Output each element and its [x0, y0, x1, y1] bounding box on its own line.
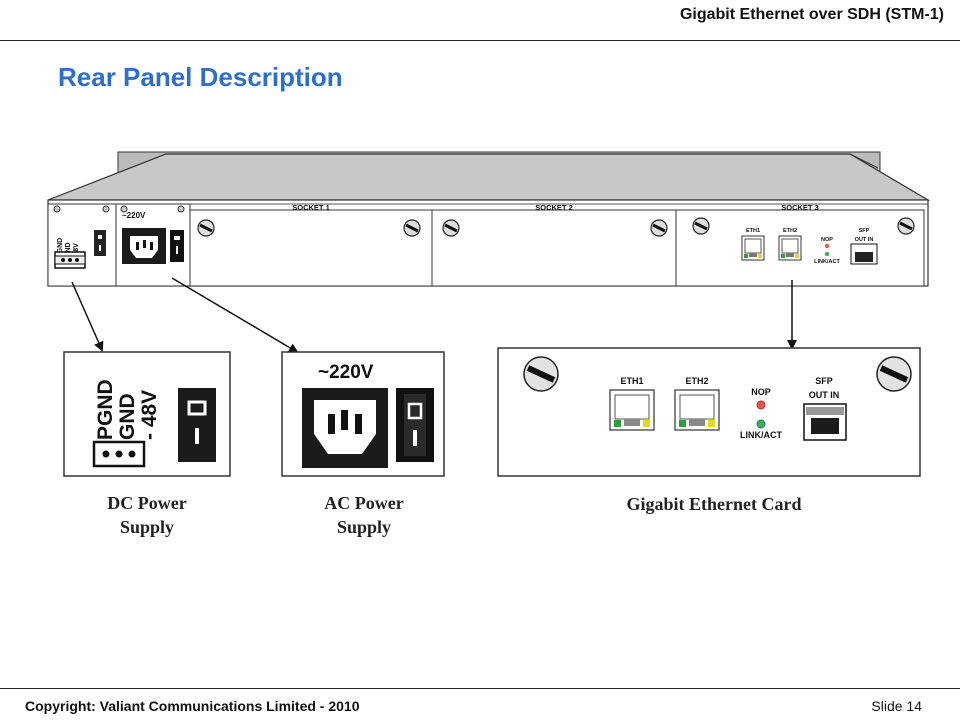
- dc-detail-label: - 48V: [138, 390, 161, 440]
- dc-power-detail: PGND GND - 48V: [63, 351, 231, 477]
- panel-dc-label: GND: [65, 242, 72, 258]
- card-link-led-icon: [756, 419, 766, 429]
- panel-outin-label: OUT IN: [855, 237, 874, 243]
- panel-eth1-label: ETH1: [746, 228, 760, 234]
- callout-arrows: [71, 277, 797, 354]
- ac-caption-line2: Supply: [337, 517, 391, 537]
- chassis-rear-face: [47, 199, 929, 287]
- footer-copyright: Copyright: Valiant Communications Limite…: [25, 698, 360, 714]
- dc-detail-switch-icon: [178, 388, 216, 462]
- panel-eth2-port-icon: [778, 235, 802, 261]
- panel-nop-led-icon: [824, 243, 830, 249]
- ethernet-card-detail: ETH1 ETH2 NOP LINK/ACT SFP OUT IN: [497, 347, 921, 477]
- chassis-top: [47, 151, 931, 201]
- card-link-label: LINK/ACT: [740, 430, 782, 440]
- card-eth1-label: ETH1: [620, 376, 643, 386]
- card-sfp-label: SFP: [815, 376, 833, 386]
- panel-link-led-icon: [824, 251, 830, 257]
- panel-ac-label: ~220V: [122, 211, 146, 220]
- panel-sfp-label: SFP: [859, 228, 870, 234]
- dc-caption-line2: Supply: [120, 517, 174, 537]
- panel-eth1-port-icon: [741, 235, 765, 261]
- panel-dc-label: -48V: [73, 243, 80, 258]
- ac-caption-line1: AC Power: [324, 493, 403, 513]
- footer-divider: [0, 688, 960, 689]
- dc-switch-icon: [94, 230, 106, 256]
- card-caption: Gigabit Ethernet Card: [627, 494, 802, 514]
- slide-heading: Rear Panel Description: [58, 62, 343, 92]
- card-eth1-port-icon: [609, 389, 655, 431]
- panel-nop-label: NOP: [821, 237, 833, 243]
- card-eth2-port-icon: [674, 389, 720, 431]
- dc-detail-label: GND: [116, 393, 139, 440]
- card-outin-label: OUT IN: [809, 390, 840, 400]
- ac-detail-label: ~220V: [318, 362, 374, 383]
- dc-detail-label: PGND: [94, 379, 117, 440]
- panel-ethernet-card: ETH1 ETH2 NOP LINK/ACT SFP OUT IN: [741, 228, 878, 265]
- card-eth2-label: ETH2: [685, 376, 708, 386]
- card-nop-led-icon: [756, 400, 766, 410]
- footer-slide-number: Slide 14: [871, 698, 922, 714]
- ac-power-detail: ~220V: [281, 351, 445, 477]
- panel-eth2-label: ETH2: [783, 228, 797, 234]
- socket-2-label: SOCKET 2: [535, 203, 573, 212]
- card-nop-label: NOP: [751, 387, 771, 397]
- socket-1-label: SOCKET 1: [292, 203, 330, 212]
- panel-dc-label: PGND: [57, 238, 64, 258]
- panel-link-label: LINK/ACT: [814, 259, 840, 265]
- slide-top-title: Gigabit Ethernet over SDH (STM-1): [679, 6, 944, 23]
- panel-screws: [53, 205, 916, 238]
- panel-ac-section: ~220V: [122, 211, 184, 264]
- dc-caption-line1: DC Power: [107, 493, 186, 513]
- panel-dc-section: PGND GND -48V: [54, 230, 106, 269]
- header-divider: [0, 40, 960, 41]
- socket-3-label: SOCKET 3: [781, 203, 819, 212]
